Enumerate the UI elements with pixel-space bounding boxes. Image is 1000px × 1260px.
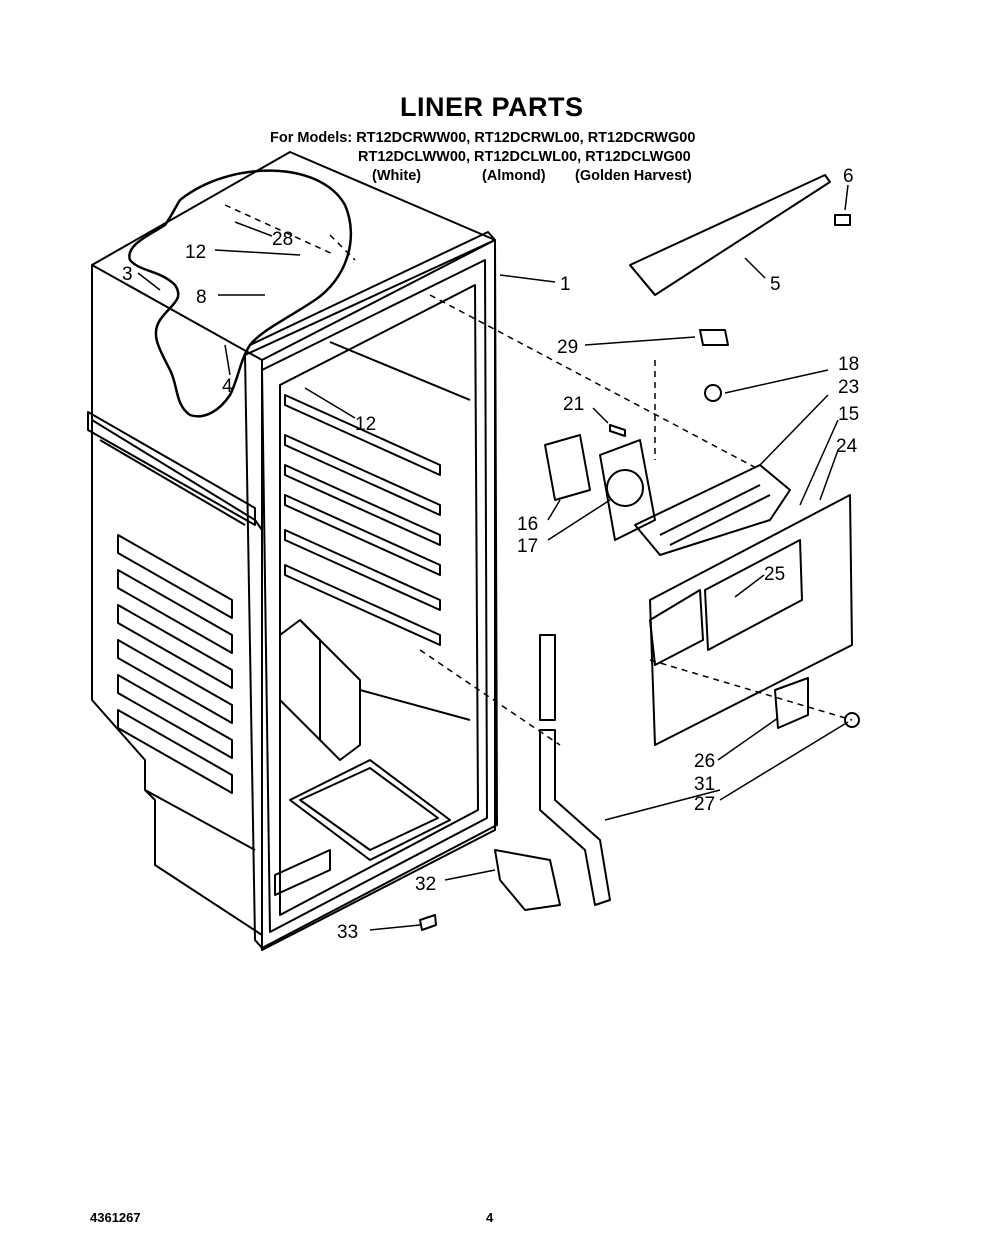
part-27-plug [844,712,860,728]
callout-28: 28 [272,229,293,250]
callout-15: 15 [838,404,859,425]
part-18-grommet [704,384,722,402]
footer-page-number: 4 [486,1210,494,1225]
callout-26: 26 [694,751,715,772]
callout-12-shelf: 12 [355,414,376,435]
callout-1: 1 [560,274,571,295]
callout-21: 21 [563,394,584,415]
callout-8: 8 [196,287,207,308]
part-16-17-assembly [544,434,656,541]
callout-16: 16 [517,514,538,535]
part-24-panel [649,494,853,746]
liner-shelves [284,341,471,646]
wiring-harness [128,169,353,418]
liner-frame [244,231,498,949]
liner-crisper-area [274,619,471,896]
callout-12-top: 12 [185,242,206,263]
part-33-screw [419,914,437,931]
color-almond-label: (Almond) [482,168,546,184]
part-29-clip [699,329,729,346]
callout-4: 4 [222,376,233,397]
callout-3: 3 [122,264,133,285]
color-golden-label: (Golden Harvest) [575,168,692,184]
part-26-plate [774,677,809,729]
callout-27: 27 [694,794,715,815]
models-line-1: For Models: RT12DCRWW00, RT12DCRWL00, RT… [270,130,696,146]
callout-29: 29 [557,337,578,358]
callout-5: 5 [770,274,781,295]
part-32-bracket [494,849,561,911]
callout-24: 24 [836,436,858,457]
footer-part-code: 4361267 [90,1210,141,1225]
callout-23: 23 [838,377,859,398]
callout-6: 6 [843,166,854,187]
models-line-2: RT12DCLWW00, RT12DCLWL00, RT12DCLWG00 [358,149,691,165]
callout-33: 33 [337,922,358,943]
page-title: LINER PARTS [400,92,584,122]
callout-32: 32 [415,874,436,895]
callout-31: 31 [694,774,715,795]
part-23-housing [634,464,791,556]
callout-17: 17 [517,536,538,557]
part-6-clip [834,214,851,226]
callout-25: 25 [764,564,785,585]
color-white-label: (White) [372,168,422,184]
part-21-screw [609,424,626,437]
callout-18: 18 [838,354,859,375]
part-5-bracket [629,174,831,296]
part-31-duct [539,634,611,906]
cabinet-body [87,151,496,951]
